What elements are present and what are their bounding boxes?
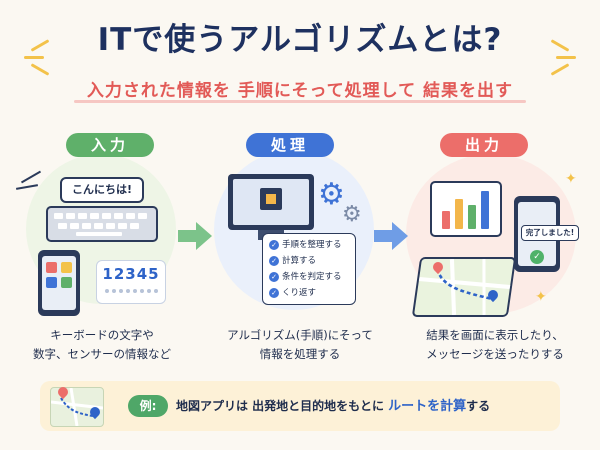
step-pill-process: 処理: [246, 133, 334, 157]
page-subtitle: 入力された情報を 手順にそって処理して 結果を出す: [86, 81, 514, 101]
sparkle-line-icon: [15, 184, 39, 190]
cpu-chip-icon: [260, 188, 282, 210]
smartphone-icon: [38, 250, 80, 316]
checklist-item: ✓手順を整理する: [269, 237, 342, 253]
example-highlight: ルートを計算: [388, 399, 467, 414]
example-banner: 例: 地図アプリは 出発地と目的地をもとに ルートを計算する: [40, 381, 560, 431]
completion-message: 完了しました!: [521, 225, 579, 241]
example-label: 例:: [128, 395, 168, 417]
step-pill-output: 出力: [440, 133, 528, 157]
bar-chart-icon: [430, 181, 502, 237]
checklist-item: ✓条件を判定する: [269, 269, 342, 285]
sparkle-line-icon: [24, 56, 44, 59]
sparkle-line-icon: [556, 56, 576, 59]
check-icon: ✓: [269, 287, 279, 298]
output-caption: 結果を画面に表示したり、 メッセージを送ったりする: [426, 328, 564, 361]
check-icon: ✓: [269, 239, 279, 250]
gear-icon: ⚙: [342, 202, 362, 227]
subtitle-underline: [74, 100, 526, 103]
example-text: 地図アプリは 出発地と目的地をもとに ルートを計算する: [176, 399, 491, 414]
page-title: ITで使うアルゴリズムとは?: [97, 22, 503, 58]
arrow-right-icon: [178, 222, 212, 250]
number-display: 12345: [96, 260, 166, 304]
checklist-item: ✓計算する: [269, 253, 316, 269]
sparkle-line-icon: [30, 63, 50, 76]
monitor-icon: [228, 174, 314, 230]
step-pill-input: 入力: [66, 133, 154, 157]
checklist-item: ✓くり返す: [269, 285, 316, 301]
arrow-right-icon: [374, 222, 408, 250]
map-icon: [411, 257, 517, 317]
sparkle-line-icon: [20, 170, 42, 184]
process-checklist: ✓手順を整理する ✓計算する ✓条件を判定する ✓くり返す: [262, 233, 356, 305]
process-caption: アルゴリズム(手順)にそって 情報を処理する: [227, 328, 373, 361]
gear-icon: ⚙: [318, 177, 345, 212]
check-icon: ✓: [269, 255, 279, 266]
check-icon: ✓: [530, 250, 544, 264]
greeting-bubble: こんにちは!: [60, 177, 144, 203]
star-icon: ✦: [565, 171, 577, 187]
sparkle-line-icon: [550, 63, 570, 76]
number-text: 12345: [102, 265, 160, 283]
keyboard-icon: [46, 206, 158, 242]
dots-decoration: [105, 289, 158, 295]
star-icon: ✦: [535, 289, 547, 305]
check-icon: ✓: [269, 271, 279, 282]
input-caption: キーボードの文字や 数字、センサーの情報など: [33, 328, 171, 361]
